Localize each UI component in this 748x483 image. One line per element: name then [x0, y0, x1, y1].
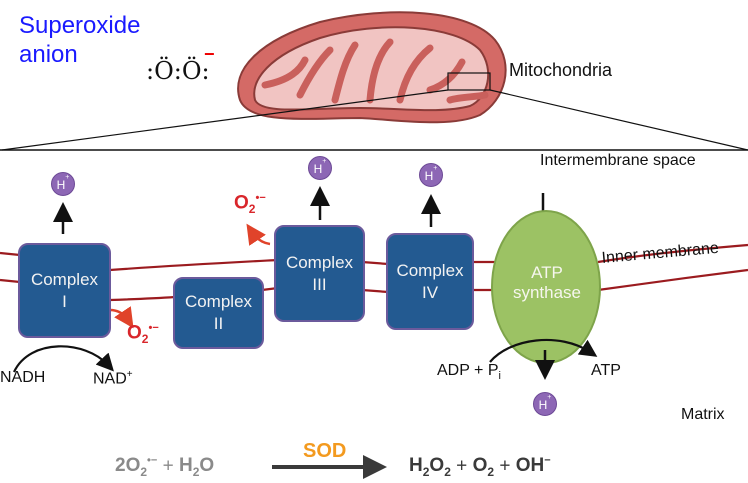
zoom-line-right	[489, 89, 748, 151]
complex-1-name: Complex	[30, 269, 99, 289]
complex-3: Complex III	[274, 225, 365, 322]
inner-membrane-lines	[0, 243, 748, 302]
atp-synthase-line-2: synthase	[512, 283, 582, 302]
atp-label: ATP	[591, 362, 621, 379]
reactant-superoxide: 2O2•−	[115, 455, 158, 480]
superoxide-complex-3: O2•−	[234, 192, 266, 217]
superoxide-complex-1: O2•−	[127, 322, 159, 347]
proton-complex-3: H+	[308, 156, 332, 180]
complex-3-numeral: III	[312, 274, 327, 294]
complex-2-numeral: II	[213, 314, 224, 333]
lewis-structure: :Ö:Ö:	[146, 57, 210, 85]
reactant-water: H2O	[179, 455, 215, 480]
proton-matrix: H+	[533, 392, 557, 416]
zoom-line-left	[1, 89, 449, 151]
product-hydroxide: OH−	[515, 455, 551, 477]
matrix-label: Matrix	[681, 406, 725, 423]
title-line-2: anion	[19, 41, 78, 68]
nad-label: NAD+	[93, 369, 133, 388]
nadh-label: NADH	[0, 369, 46, 386]
equation-reactants: 2O2•− + H2O	[115, 455, 215, 480]
complex-1: Complex I	[18, 243, 111, 338]
complex-2: Complex II	[173, 277, 264, 349]
atp-synthase-line-1: ATP	[531, 263, 563, 282]
product-oxygen: O2	[472, 455, 495, 480]
complex-3-name: Complex	[285, 252, 354, 272]
nadh-reaction-arc	[13, 345, 114, 373]
complex-4: Complex IV	[386, 233, 474, 330]
complex-4-numeral: IV	[421, 282, 439, 302]
proton-complex-4: H+	[419, 163, 443, 187]
adp-pi-label: ADP + Pi	[437, 362, 501, 383]
intermembrane-space-label: Intermembrane space	[540, 152, 696, 169]
atp-synthase-label: ATP	[518, 262, 576, 284]
lewis-charge: −	[204, 44, 215, 64]
complex-4-name: Complex	[396, 260, 464, 280]
equation-products: H2O2 + O2 + OH−	[409, 455, 551, 480]
superoxide-arrow-complex-3	[246, 223, 271, 246]
superoxide-arrow-complex-1	[109, 306, 134, 329]
atp-reaction-arc	[489, 338, 598, 363]
mitochondrion-illustration	[237, 11, 507, 124]
complex-2-name: Complex	[184, 292, 253, 311]
complex-1-numeral: I	[62, 291, 67, 311]
proton-complex-1: H+	[51, 172, 75, 196]
product-hydrogen-peroxide: H2O2	[409, 455, 451, 480]
lewis-structure-text: :Ö:Ö:	[146, 57, 210, 85]
mitochondria-label: Mitochondria	[509, 60, 613, 80]
title-line-1: Superoxide	[19, 12, 141, 39]
enzyme-sod-label: SOD	[303, 440, 347, 462]
